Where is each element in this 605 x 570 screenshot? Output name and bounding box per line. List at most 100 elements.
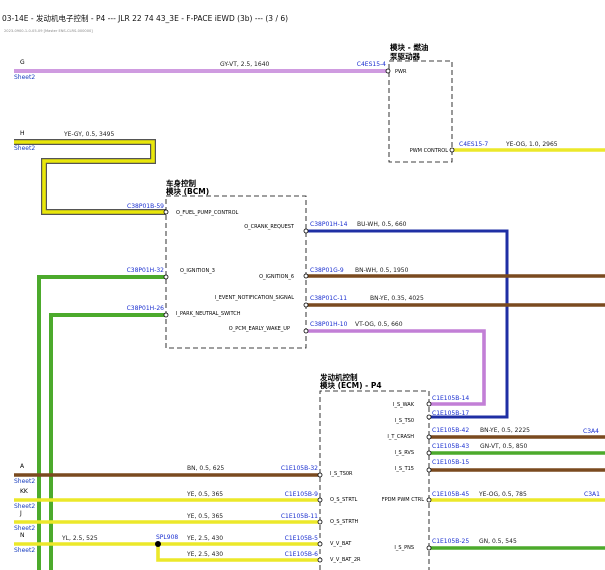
- ecm-module-title: 发动机控制: [319, 372, 358, 382]
- connector-id[interactable]: C1E105B-14: [432, 395, 469, 402]
- connector-id[interactable]: C38P01H-14: [310, 221, 348, 228]
- pin-terminal: [426, 414, 432, 420]
- pin-label: I_S_TS0: [395, 418, 414, 424]
- pin-terminal: [317, 472, 323, 478]
- pin-terminal: [317, 497, 323, 503]
- sheet-ref-letter: J: [19, 510, 22, 517]
- wire-ye-gy-outline: [14, 139, 166, 215]
- bcm-module-title-2: 模块 (BCM): [166, 186, 209, 196]
- pin-label: O_IGNITION_6: [259, 274, 294, 280]
- pin-label: I_PARK_NEUTRAL_SWITCH: [176, 311, 241, 317]
- pin-terminal: [426, 450, 432, 456]
- connector-id[interactable]: C1E105B-11: [281, 513, 318, 520]
- sheet-link[interactable]: Sheet2: [14, 478, 35, 485]
- sheet-ref-letter: G: [20, 59, 25, 66]
- pin-terminal: [426, 467, 432, 473]
- pin-terminal: [163, 274, 169, 280]
- splice-id[interactable]: SPL908: [156, 534, 178, 541]
- pin-terminal: [303, 302, 309, 308]
- connector-id[interactable]: C38P01H-26: [127, 305, 165, 312]
- pin-terminal: [426, 401, 432, 407]
- pin-terminal: [163, 209, 169, 215]
- connector-id[interactable]: C3A1: [584, 491, 600, 498]
- pin-label: O_S_STRTH: [330, 519, 359, 525]
- sheet-link[interactable]: Sheet2: [14, 74, 35, 81]
- wire-label: BN-YE, 0.5, 2225: [480, 427, 530, 434]
- pin-label: I_S_WAK: [393, 402, 415, 408]
- connector-id[interactable]: C1E105B-6: [285, 551, 319, 558]
- ecm-module-title-2: 模块 (ECM) - P4: [320, 380, 382, 390]
- connector-id[interactable]: C1E105B-5: [285, 535, 319, 542]
- fuel-pump-module-title: 模块 - 燃油: [390, 42, 429, 52]
- pin-terminal: [303, 328, 309, 334]
- wire-label: YE-GY, 0.5, 3495: [63, 131, 114, 138]
- pin-label: PWM CONTROL: [410, 148, 448, 154]
- pin-label: I_S_RVS: [395, 450, 414, 456]
- wire-label: YE, 0.5, 365: [186, 513, 223, 520]
- pin-terminal: [426, 434, 432, 440]
- pin-label: I_T_CRASH: [387, 434, 414, 440]
- connector-id[interactable]: C38P01B-59: [127, 203, 164, 210]
- wire-ye-spl: [156, 544, 320, 562]
- wire-label: GN, 0.5, 545: [479, 538, 517, 545]
- connector-id[interactable]: C1E105B-42: [432, 427, 469, 434]
- pin-label: I_S_TS0R: [330, 471, 353, 477]
- pin-label: I_S_T15: [395, 466, 414, 472]
- connector-id[interactable]: C38P01H-10: [310, 321, 348, 328]
- connector-id[interactable]: C38P01H-32: [127, 267, 165, 274]
- pin-terminal: [426, 545, 432, 551]
- pin-label: O_CRANK_REQUEST: [244, 224, 295, 230]
- connector-id[interactable]: C1E105B-45: [432, 491, 469, 498]
- connector-id[interactable]: C1E105B-15: [432, 459, 469, 466]
- sheet-link[interactable]: Sheet2: [14, 503, 35, 510]
- wire-label: YL, 2.5, 525: [61, 535, 98, 542]
- connector-id[interactable]: C38P01C-11: [310, 295, 347, 302]
- sheet-ref-letter: KK: [20, 488, 29, 495]
- sheet-link[interactable]: Sheet2: [14, 525, 35, 532]
- bcm-module-title: 车身控制: [166, 178, 196, 188]
- pin-terminal: [426, 497, 432, 503]
- ecm-module-box: [319, 390, 430, 570]
- connector-id[interactable]: C1E105B-43: [432, 443, 469, 450]
- sheet-link[interactable]: Sheet2: [14, 547, 35, 554]
- pin-label: O_S_STRTL: [330, 497, 358, 503]
- wire-label: GY-VT, 2.5, 1640: [220, 61, 270, 68]
- pin-label: I_S_PNS: [394, 545, 414, 551]
- page-title: 03-14E - 发动机电子控制 - P4 --- JLR 22 74 43_3…: [2, 13, 288, 23]
- fuel-pump-module-title-2: 泵驱动器: [390, 51, 420, 61]
- connector-id[interactable]: C1E105B-17: [432, 410, 469, 417]
- pin-label: V_V_BAT: [330, 541, 352, 547]
- terminal-dots: [163, 68, 455, 563]
- connector-id[interactable]: C1E105B-32: [281, 465, 318, 472]
- wire-gn-pns: [49, 313, 166, 570]
- sheet-ref-letter: H: [20, 130, 25, 137]
- connector-id[interactable]: C4ES15-7: [459, 141, 488, 148]
- sheet-link[interactable]: Sheet2: [14, 145, 35, 152]
- wire-label: BU-WH, 0.5, 660: [357, 221, 407, 228]
- wire-label: BN, 0.5, 625: [187, 465, 224, 472]
- connector-id[interactable]: C38P01G-9: [310, 267, 344, 274]
- pin-label: I_EVENT_NOTIFICATION_SIGNAL: [215, 295, 294, 301]
- wire-label: YE, 2.5, 430: [186, 551, 223, 558]
- wire-vt-og: [306, 329, 486, 406]
- wire-gn-ign3: [37, 275, 166, 570]
- wire-ye-gy: [14, 140, 166, 214]
- pin-terminal: [317, 519, 323, 525]
- connector-id[interactable]: C3A4: [583, 428, 599, 435]
- connector-id[interactable]: C1E105B-25: [432, 538, 469, 545]
- pin-label: PWR: [395, 69, 407, 75]
- pin-label: FPDM PWM CTRL: [382, 497, 425, 503]
- wire-label: YE, 2.5, 430: [186, 535, 223, 542]
- pin-terminal: [449, 147, 455, 153]
- connector-id[interactable]: C4ES15-4: [357, 61, 386, 68]
- wire-label: BN-YE, 0.35, 4025: [370, 295, 424, 302]
- pin-terminal: [385, 68, 391, 74]
- sheet-ref-letter: A: [20, 463, 25, 470]
- pin-terminal: [303, 228, 309, 234]
- connector-id[interactable]: C1E105B-9: [285, 491, 319, 498]
- wire-bu-wh: [306, 229, 509, 419]
- wire-label: YE-OG, 0.5, 785: [478, 491, 527, 498]
- pin-label: V_V_BAT_2R: [330, 557, 361, 563]
- pin-terminal: [303, 273, 309, 279]
